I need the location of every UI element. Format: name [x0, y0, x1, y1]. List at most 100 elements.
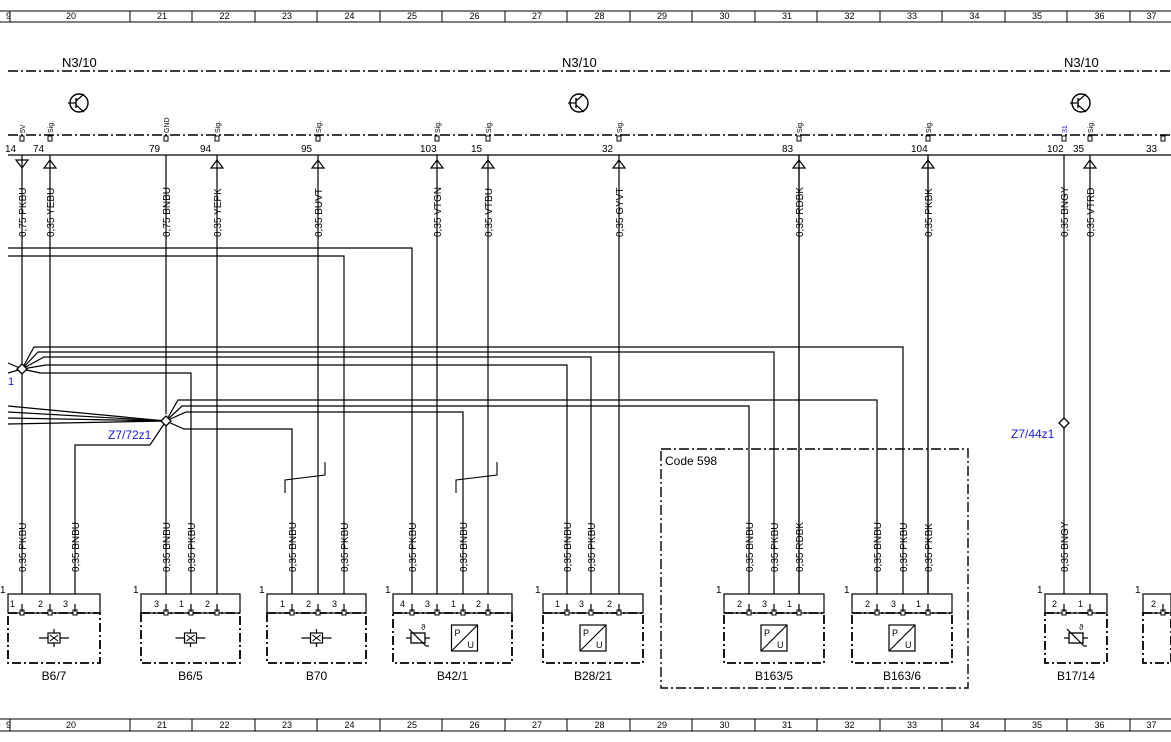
- pin-box: [1160, 135, 1166, 142]
- component-body: [542, 612, 644, 664]
- pin-function: Sig.: [1088, 121, 1095, 133]
- component-name: B6/7: [42, 669, 67, 683]
- wire-label: 0,35 YEPK: [213, 188, 224, 237]
- pin-function: Sig.: [48, 121, 55, 133]
- wire-label: 0,35 PKBU: [340, 523, 351, 572]
- transistor-icon: [68, 93, 89, 113]
- pin-function: GND: [164, 117, 171, 133]
- wire-label: 0,35 VTBU: [484, 188, 495, 237]
- symbol-line: [888, 624, 916, 652]
- wire: [7, 411, 167, 422]
- wire-label: 0,35 VTGN: [433, 187, 444, 237]
- pin-number: 104: [911, 144, 928, 155]
- pin-box: [315, 135, 321, 142]
- component-name: B163/6: [883, 669, 921, 683]
- component-name: B6/5: [178, 669, 203, 683]
- symbol-text: U: [905, 640, 912, 650]
- wire-label: 0,75 PKBU: [18, 188, 29, 237]
- connector-number: 1: [385, 585, 391, 596]
- lower-wire-labels: 0,35 PKBU 0,35 BNBU 0,35 BNBU 0,35 PKBU 0,35…: [18, 521, 1071, 572]
- wire-label: 0,35 RDBK: [795, 187, 806, 237]
- component-name: B163/5: [755, 669, 793, 683]
- splice-label-1: 1: [8, 376, 14, 388]
- grid-column-label: 32: [845, 11, 855, 21]
- grid-column-label: 23: [282, 720, 292, 730]
- wire-label: 0,35 BNBU: [459, 522, 470, 572]
- grid-column-label: 24: [345, 720, 355, 730]
- grid-column-label: 31: [782, 720, 792, 730]
- pin-box: [163, 135, 169, 142]
- symbol-text: ϑ: [1079, 623, 1084, 632]
- grid-column-label: 25: [407, 11, 417, 21]
- symbol-line: [186, 634, 195, 642]
- wire: [21, 351, 775, 594]
- connector-number: 1: [133, 585, 139, 596]
- pin-number: 74: [33, 144, 45, 155]
- wire-label: 0,35 PKBU: [408, 523, 419, 572]
- wire-label: 0,35 PKBU: [18, 523, 29, 572]
- pin-number: 94: [200, 144, 212, 155]
- grid-column-label: 31: [782, 11, 792, 21]
- wire-label: 0,35 VTRD: [1086, 188, 1097, 237]
- component-name: B70: [306, 669, 328, 683]
- component-body: [1142, 612, 1171, 664]
- component-body: [392, 612, 513, 664]
- pin-number: 3: [762, 599, 767, 609]
- pin-number: 4: [400, 599, 405, 609]
- pin-number: 2: [1052, 599, 1057, 609]
- pin-number: 1: [1078, 599, 1083, 609]
- pressure-sensor-icon: PU: [579, 624, 607, 652]
- wire-label: 0,35 BNBU: [873, 522, 884, 572]
- symbol-text: U: [468, 640, 475, 650]
- splice-label-z7-72z1: Z7/72z1: [108, 428, 152, 442]
- component-body: [7, 612, 101, 664]
- grid-column-label: 35: [1032, 720, 1042, 730]
- pin-number: 1: [10, 599, 15, 609]
- pin-number: 32: [602, 144, 614, 155]
- splice-icon: [160, 415, 172, 427]
- pin-number: 2: [205, 599, 210, 609]
- symbol-line: [760, 624, 788, 652]
- hall-switch-icon: [175, 629, 206, 647]
- wire: [74, 420, 167, 594]
- grid-column-label: 36: [1095, 720, 1105, 730]
- pin-number: 2: [476, 599, 481, 609]
- wire-label: 0,35 GYVT: [615, 188, 626, 237]
- pin-number: 15: [471, 144, 483, 155]
- temperature-sensor-icon: ϑ: [1064, 623, 1088, 647]
- wire-label: 0,35 PKBK: [924, 188, 935, 237]
- wire: [165, 411, 464, 594]
- grid-column-label: 9: [6, 11, 11, 21]
- pin-function: Sig.: [797, 121, 804, 133]
- wire: [21, 346, 904, 594]
- pin-number: 3: [579, 599, 584, 609]
- symbol-text: P: [583, 628, 589, 638]
- pin-function: Sig.: [435, 121, 442, 133]
- pin-number: 14: [5, 144, 17, 155]
- grid-column-label: 34: [970, 720, 980, 730]
- transistor-icon: [1070, 93, 1091, 113]
- component-body: [1044, 612, 1108, 664]
- component-body: [266, 612, 367, 664]
- wire-label: 0,35 PKBU: [770, 523, 781, 572]
- symbol-line: [1066, 628, 1085, 647]
- hall-switch-icon: [301, 629, 332, 647]
- pin-number: 1: [451, 599, 456, 609]
- wire-label: 0,35 YEBU: [46, 188, 57, 237]
- connector-number: 1: [535, 585, 541, 596]
- grid-column-label: 27: [532, 11, 542, 21]
- component-name: B28/21: [574, 669, 612, 683]
- code-option-box: [660, 448, 969, 689]
- pressure-sensor-icon: PU: [888, 624, 916, 652]
- component-name: B17/14: [1057, 669, 1095, 683]
- connector-number: 1: [1135, 585, 1141, 596]
- pin-number: 3: [154, 599, 159, 609]
- grid-column-label: 21: [157, 720, 167, 730]
- grid-column-label: 26: [470, 720, 480, 730]
